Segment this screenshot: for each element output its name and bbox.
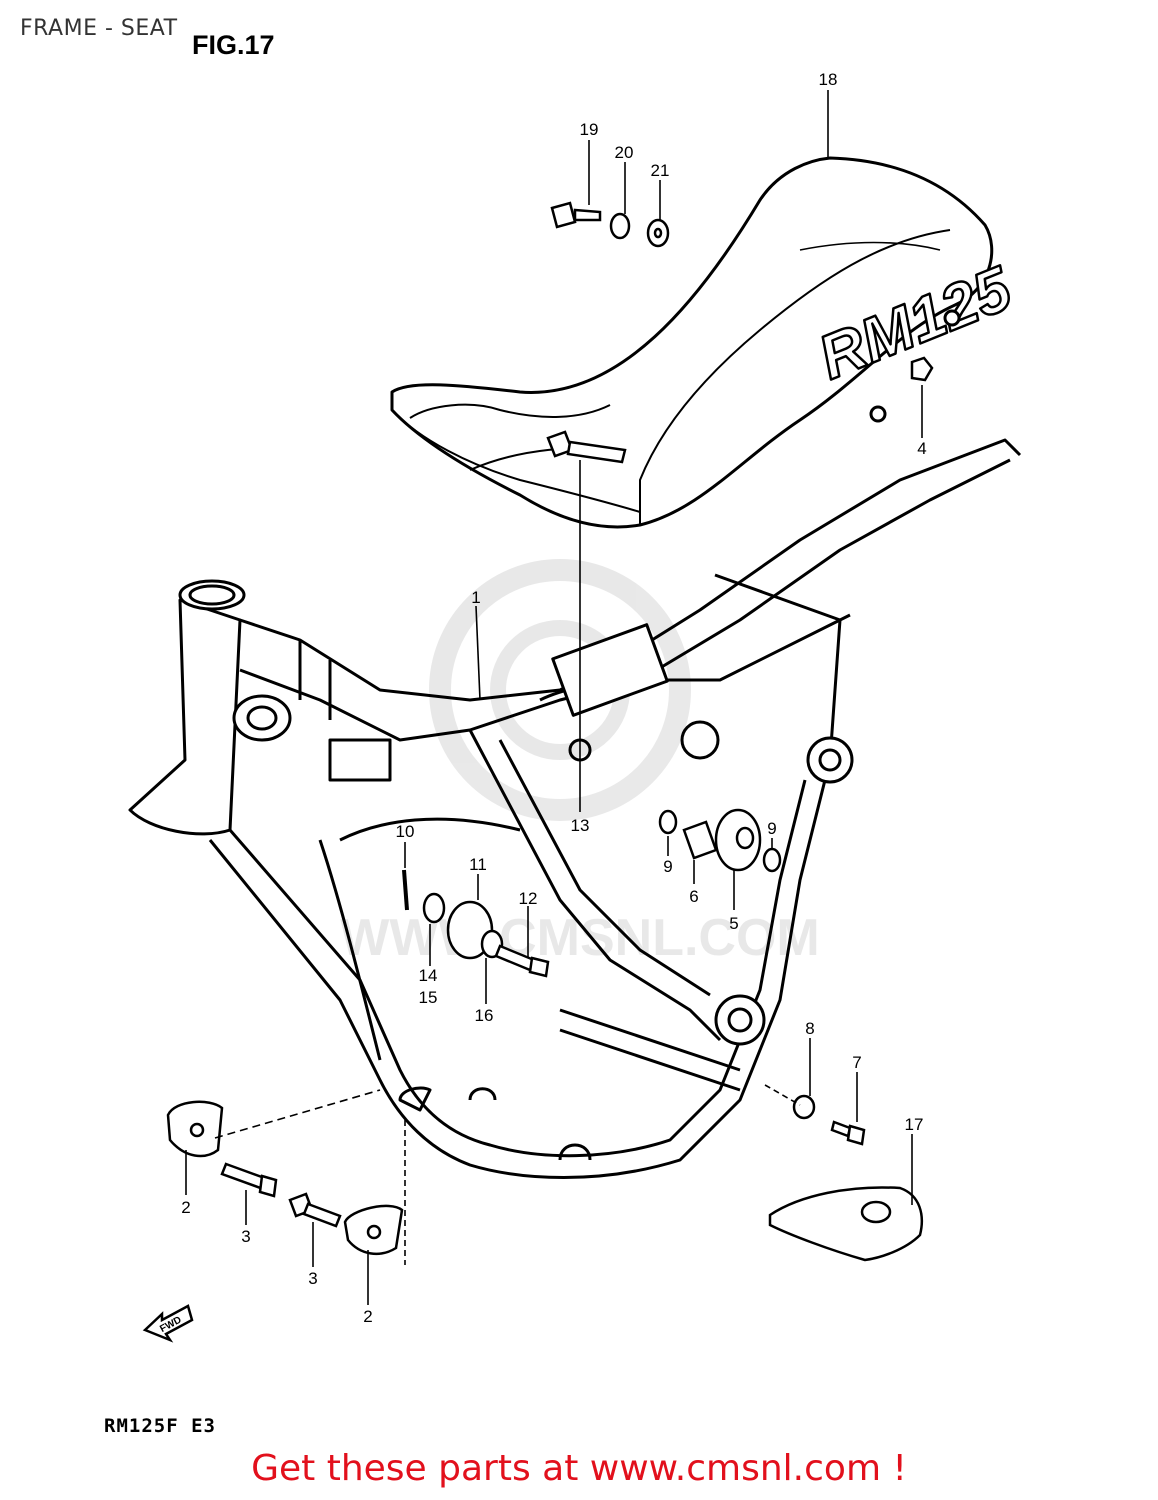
- callout-labels: 18 19 20 21 4 1 9 13 9 6 5 10 11 12 14 1…: [181, 70, 926, 1326]
- callout-9-upper: 9: [767, 819, 776, 838]
- watermark: WWW.CMSNL.COM: [340, 559, 820, 967]
- callout-2-left: 2: [181, 1198, 190, 1217]
- get-parts-link[interactable]: Get these parts at www.cmsnl.com !: [251, 1448, 907, 1489]
- hardware-parts: [166, 201, 934, 1262]
- callout-14: 14: [419, 966, 438, 985]
- callout-20: 20: [615, 143, 634, 162]
- callout-21: 21: [651, 161, 670, 180]
- seat: RM125: [390, 156, 1023, 529]
- figure-label: FIG.17: [192, 30, 275, 60]
- page-title: FRAME - SEAT: [20, 16, 178, 41]
- callout-1: 1: [471, 588, 480, 607]
- leader-lines: [185, 90, 923, 1305]
- callout-3-right: 3: [308, 1269, 317, 1288]
- callout-12: 12: [519, 889, 538, 908]
- motorcycle-frame: [128, 438, 1022, 1179]
- callout-16: 16: [475, 1006, 494, 1025]
- callout-6: 6: [689, 887, 698, 906]
- callout-5: 5: [729, 914, 738, 933]
- callout-17: 17: [905, 1115, 924, 1134]
- watermark-text: WWW.CMSNL.COM: [340, 909, 819, 967]
- callout-13: 13: [571, 816, 590, 835]
- callout-8: 8: [805, 1019, 814, 1038]
- callout-11: 11: [469, 855, 487, 874]
- callout-7: 7: [852, 1053, 861, 1072]
- callout-4: 4: [917, 439, 926, 458]
- callout-9-lower: 9: [663, 857, 672, 876]
- callout-18: 18: [819, 70, 838, 89]
- callout-2-right: 2: [363, 1307, 372, 1326]
- callout-10: 10: [396, 822, 415, 841]
- callout-15: 15: [419, 988, 438, 1007]
- fwd-arrow: FWD: [142, 1304, 194, 1343]
- callout-3-left: 3: [241, 1227, 250, 1246]
- model-code: RM125F E3: [104, 1415, 216, 1437]
- callout-19: 19: [580, 120, 599, 139]
